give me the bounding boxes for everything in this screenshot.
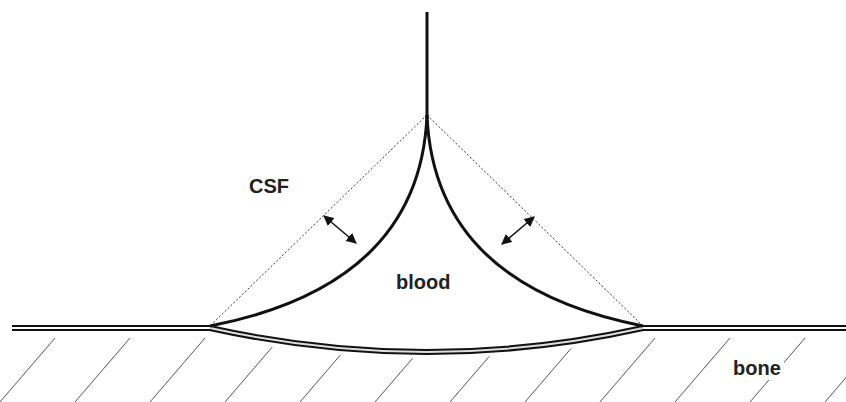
region-label: blood bbox=[393, 271, 453, 294]
movement-arrow bbox=[324, 216, 534, 244]
region-label: CSF bbox=[246, 175, 292, 198]
sinus-wall bbox=[210, 115, 643, 326]
reference-line bbox=[210, 115, 643, 326]
dura-layer bbox=[12, 12, 846, 352]
region-label: bone bbox=[730, 357, 784, 380]
bone-hatching bbox=[0, 338, 846, 402]
